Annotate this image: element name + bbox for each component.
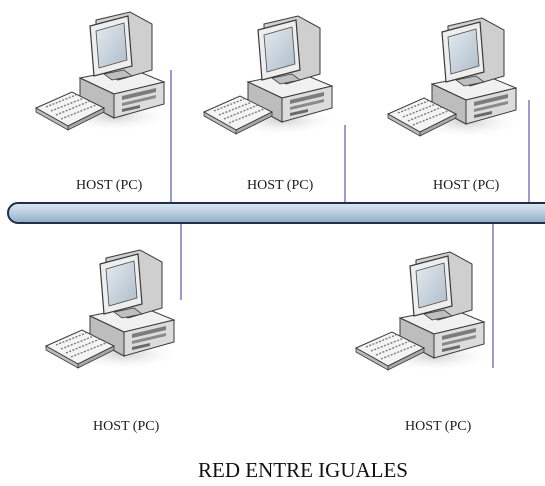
host-label: HOST (PC) (405, 419, 472, 434)
host-label: HOST (PC) (76, 178, 143, 193)
host-2: HOST (PC) (203, 15, 341, 193)
computer-icon (355, 251, 493, 373)
host-label: HOST (PC) (433, 178, 500, 193)
host-3: HOST (PC) (387, 17, 525, 193)
host-1: HOST (PC) (35, 11, 173, 193)
host-label: HOST (PC) (247, 178, 314, 193)
computer-icon (203, 15, 341, 137)
host-4: HOST (PC) (45, 249, 183, 434)
diagram-title: RED ENTRE IGUALES (198, 458, 408, 482)
network-links (170, 70, 530, 368)
computer-icon (35, 11, 173, 133)
network-bus (7, 202, 545, 224)
host-label: HOST (PC) (93, 419, 160, 434)
host-5: HOST (PC) (355, 251, 493, 434)
computer-icon (45, 249, 183, 371)
computer-icon (387, 17, 525, 139)
